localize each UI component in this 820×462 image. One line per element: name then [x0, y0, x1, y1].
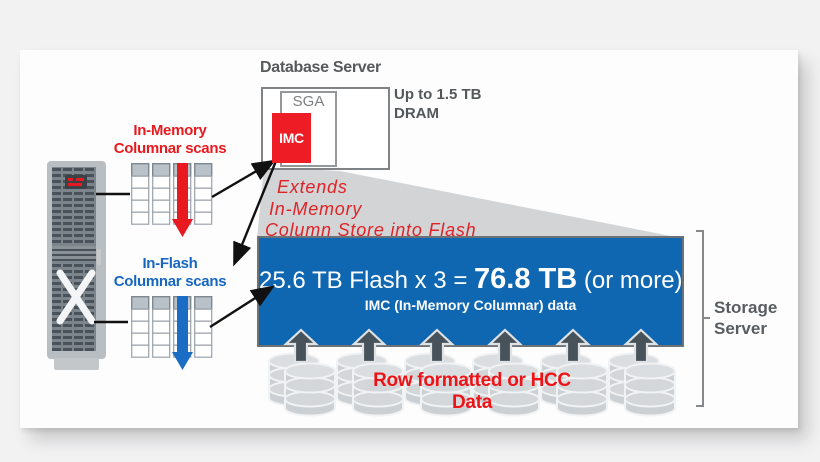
- storage-server-line2: Server: [714, 319, 767, 338]
- imc-box: IMC: [272, 113, 311, 163]
- rack-base: [54, 358, 99, 370]
- flash-box-subtitle: IMC (In-Memory Columnar) data: [364, 297, 577, 313]
- blue-scan-arrow: [172, 296, 193, 370]
- flash-capacity-line: 25.6 TB Flash x 3 = 76.8 TB (or more): [259, 263, 683, 295]
- storage-server-bracket: [696, 230, 710, 407]
- server-rack-icon: [47, 161, 106, 370]
- columnar-table-red-scan-icon: [131, 163, 213, 237]
- flash-capacity-box: 25.6 TB Flash x 3 = 76.8 TB (or more) IM…: [257, 236, 684, 347]
- in-memory-line1: In-Memory: [133, 122, 207, 139]
- rack-middle-band: [52, 246, 96, 261]
- in-memory-line2: Columnar scans: [113, 140, 227, 157]
- flash-capacity-total: 76.8 TB: [474, 263, 578, 295]
- row-data-caption: Row formatted or HCC Data: [373, 370, 571, 413]
- beam-text-line2: In-Memory: [269, 199, 363, 219]
- flash-capacity-prefix: 25.6 TB Flash x 3 =: [259, 267, 475, 294]
- red-scan-arrow: [172, 163, 193, 237]
- dram-capacity-label: Up to 1.5 TB DRAM: [394, 85, 514, 123]
- storage-server-label: Storage Server: [714, 297, 804, 339]
- in-flash-line1: In-Flash: [142, 255, 198, 272]
- rack-x-mark-icon: [56, 269, 96, 325]
- in-memory-scans-label: In-Memory Columnar scans: [105, 122, 235, 158]
- rack-led-indicator: [65, 175, 87, 189]
- dram-line2: DRAM: [394, 105, 439, 122]
- in-flash-scans-label: In-Flash Columnar scans: [105, 255, 235, 291]
- beam-text-line1: Extends: [277, 177, 348, 197]
- rack-door-handle: [97, 249, 101, 265]
- dram-line1: Up to 1.5 TB: [394, 86, 482, 103]
- in-flash-line2: Columnar scans: [113, 273, 227, 290]
- sga-label: SGA: [292, 93, 325, 110]
- columnar-table-blue-scan-icon: [131, 296, 213, 370]
- storage-server-line1: Storage: [714, 298, 778, 317]
- database-server-title: Database Server: [260, 59, 381, 76]
- beam-text-line3: Column Store into Flash: [265, 220, 477, 240]
- flash-capacity-suffix: (or more): [577, 267, 683, 294]
